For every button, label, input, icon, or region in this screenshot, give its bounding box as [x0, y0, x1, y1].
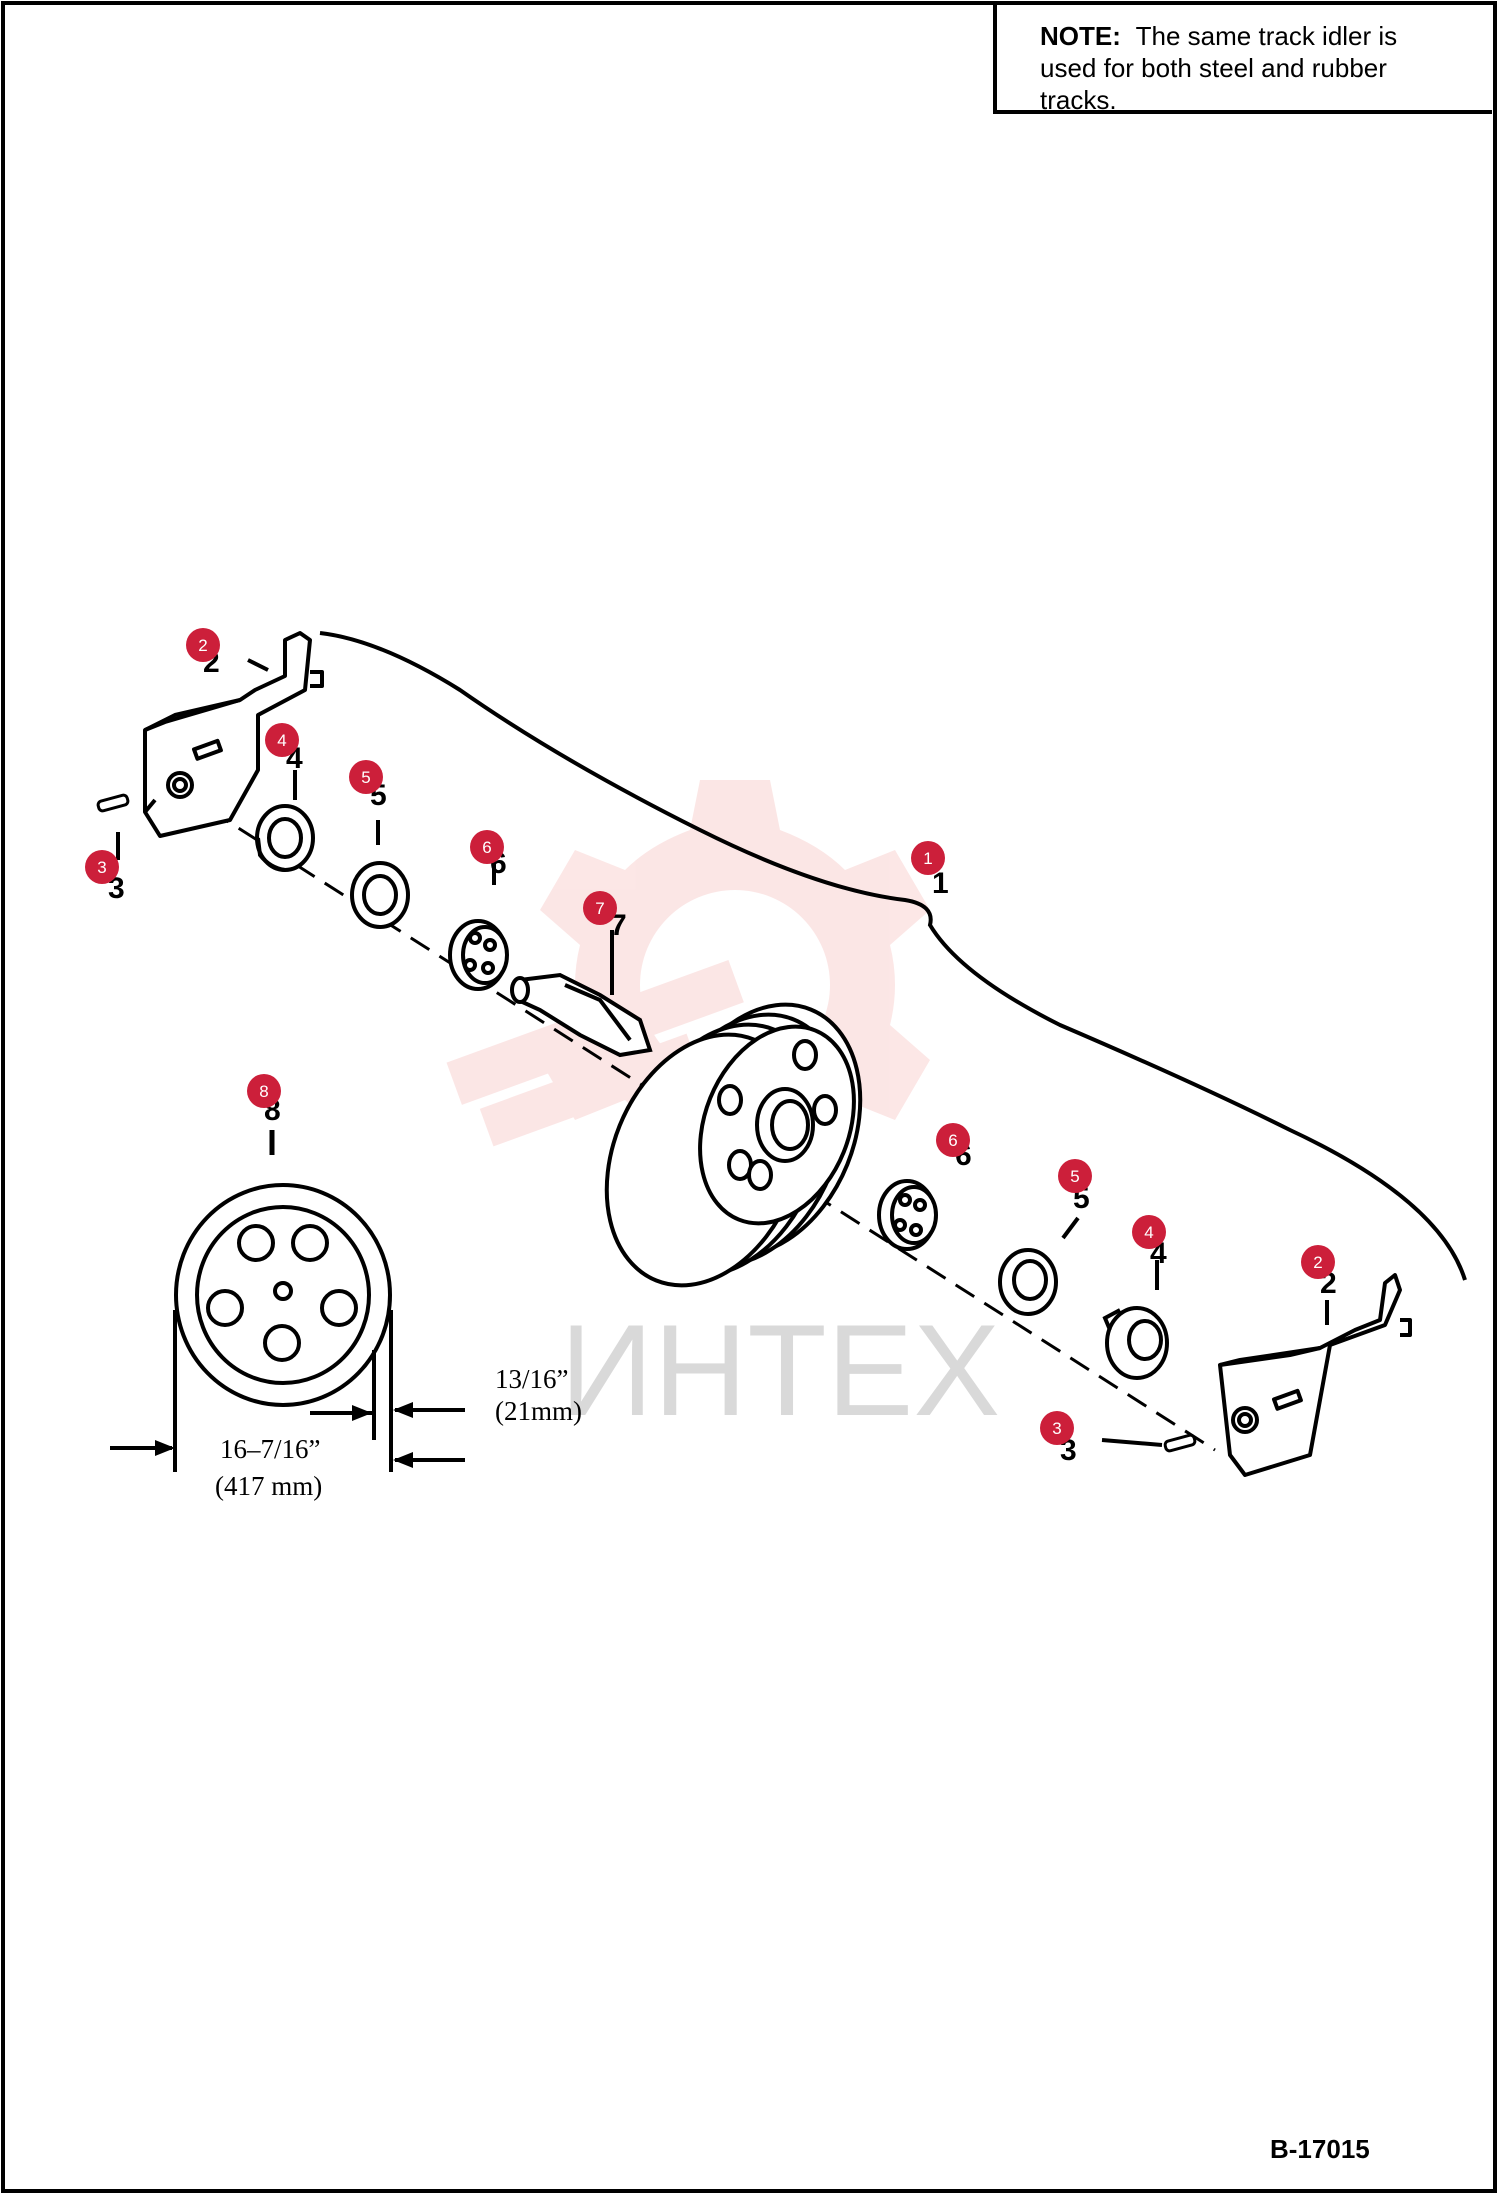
dim-diameter-in: 16–7/16”	[220, 1434, 321, 1464]
callout-7[interactable]: 7	[583, 891, 617, 925]
dimension-arrows	[155, 1402, 413, 1468]
callout-4a[interactable]: 4	[265, 723, 299, 757]
svg-text:1: 1	[923, 849, 932, 868]
callout-6b[interactable]: 6	[936, 1123, 970, 1157]
svg-text:3: 3	[97, 858, 106, 877]
left-mount-bracket	[143, 631, 324, 838]
watermark-text: ИНТЕХ	[560, 1297, 1000, 1443]
callout-5a[interactable]: 5	[349, 760, 383, 794]
right-bearing	[877, 1179, 938, 1251]
dim-width-mm: (21mm)	[495, 1396, 582, 1426]
callout-6a[interactable]: 6	[470, 830, 504, 864]
svg-text:4: 4	[277, 731, 286, 750]
shaft	[510, 972, 653, 1058]
callout-3b[interactable]: 3	[1040, 1411, 1074, 1445]
hand-num-1: 1	[932, 867, 949, 900]
leader-3b	[1101, 1438, 1163, 1447]
svg-text:4: 4	[1144, 1223, 1153, 1242]
callout-2b[interactable]: 2	[1301, 1245, 1335, 1279]
svg-text:5: 5	[361, 768, 370, 787]
note-line-3: tracks.	[1040, 85, 1117, 115]
left-bearing	[448, 919, 509, 991]
note-label: NOTE:	[1040, 21, 1121, 51]
leader-5b	[1061, 1216, 1080, 1240]
svg-text:6: 6	[948, 1131, 957, 1150]
svg-text:3: 3	[1052, 1419, 1061, 1438]
note-line-2: used for both steel and rubber	[1040, 53, 1387, 83]
note-box: NOTE: The same track idler is used for b…	[993, 3, 1492, 115]
note-line-1: The same track idler is	[1136, 21, 1398, 51]
callout-5b[interactable]: 5	[1058, 1159, 1092, 1193]
left-snap-ring	[350, 861, 410, 929]
callout-1[interactable]: 1	[911, 841, 945, 875]
svg-text:5: 5	[1070, 1167, 1079, 1186]
svg-text:2: 2	[1313, 1253, 1322, 1272]
svg-text:7: 7	[595, 899, 604, 918]
assembly-bracket-line	[319, 631, 1467, 1281]
right-mount-bracket	[1218, 1273, 1412, 1477]
callout-8[interactable]: 8	[247, 1074, 281, 1108]
left-seal	[255, 804, 315, 872]
dim-diameter-mm: (417 mm)	[215, 1471, 322, 1501]
callouts: 2 4 3 5 6 7 1 8 6 5 4 2 3	[85, 628, 1335, 1445]
dim-width-in: 13/16”	[495, 1364, 569, 1394]
right-pin	[1163, 1433, 1197, 1453]
wheel-front-view	[174, 1183, 392, 1407]
callout-2a[interactable]: 2	[186, 628, 220, 662]
idler-wheel	[604, 1002, 863, 1288]
svg-text:2: 2	[198, 636, 207, 655]
svg-text:8: 8	[259, 1082, 268, 1101]
right-snap-ring	[998, 1248, 1058, 1316]
right-seal	[1102, 1306, 1169, 1380]
callout-3a[interactable]: 3	[85, 850, 119, 884]
callout-4b[interactable]: 4	[1132, 1215, 1166, 1249]
left-pin	[96, 793, 130, 813]
svg-text:6: 6	[482, 838, 491, 857]
drawing-number: B-17015	[1270, 2134, 1370, 2164]
svg-text:NOTE: The same track idl: NOTE: The same track idler is	[1040, 21, 1397, 51]
leader-2a	[247, 658, 269, 672]
